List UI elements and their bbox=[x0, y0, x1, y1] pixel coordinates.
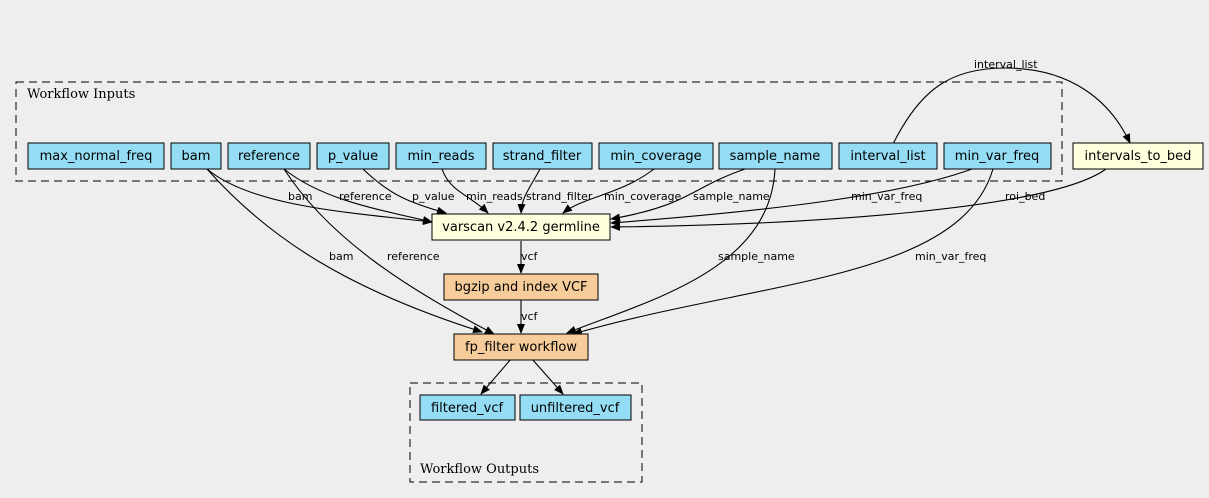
node-label: min_var_freq bbox=[955, 149, 1039, 164]
node-max-normal-freq[interactable]: max_normal_freq bbox=[27, 142, 165, 170]
edge-label-sample-name: sample_name bbox=[693, 190, 770, 203]
workflow-outputs-label: Workflow Outputs bbox=[420, 462, 539, 477]
edge-label-roi-bed: roi_bed bbox=[1005, 190, 1045, 203]
node-label: min_reads bbox=[407, 149, 474, 164]
node-reference[interactable]: reference bbox=[227, 142, 311, 170]
node-label: reference bbox=[238, 149, 300, 164]
edge-label-min-var-freq: min_var_freq bbox=[851, 190, 922, 203]
workflow-inputs-label: Workflow Inputs bbox=[27, 87, 135, 102]
workflow-inputs-cluster bbox=[15, 81, 1063, 182]
edge-label-vcf-1: vcf bbox=[521, 250, 539, 263]
node-fp-filter[interactable]: fp_filter workflow bbox=[453, 333, 589, 361]
node-intervals-to-bed[interactable]: intervals_to_bed bbox=[1072, 142, 1204, 170]
node-filtered-vcf[interactable]: filtered_vcf bbox=[419, 394, 516, 421]
edge-sample-name-to-fp bbox=[566, 168, 776, 334]
edge-label-min-var-freq-fp: min_var_freq bbox=[915, 250, 986, 263]
edge-roi-bed-to-varscan bbox=[610, 168, 1107, 231]
node-label: intervals_to_bed bbox=[1085, 149, 1192, 164]
edge-label-p-value: p_value bbox=[412, 190, 455, 203]
edge-label-strand-filter: strand_filter bbox=[526, 190, 593, 203]
edge-label-min-coverage: min_coverage bbox=[604, 190, 682, 203]
node-label: sample_name bbox=[730, 149, 821, 164]
workflow-outputs-cluster bbox=[409, 382, 643, 483]
edge-min-var-freq-to-varscan bbox=[610, 168, 973, 227]
node-label: p_value bbox=[328, 149, 378, 164]
node-label: bam bbox=[182, 149, 211, 164]
edge-label-bam: bam bbox=[288, 190, 312, 203]
node-label: interval_list bbox=[850, 149, 925, 164]
edge-label-reference: reference bbox=[339, 190, 392, 203]
edge-min-var-freq-to-fp bbox=[572, 168, 994, 336]
edge-labels: interval_list bam reference p_value min_… bbox=[288, 58, 1045, 323]
edge-fp-to-filtered bbox=[480, 358, 512, 395]
edge-label-vcf-2: vcf bbox=[521, 310, 539, 323]
edge-label-min-reads: min_reads bbox=[466, 190, 523, 203]
node-min-var-freq[interactable]: min_var_freq bbox=[943, 142, 1052, 170]
node-label: unfiltered_vcf bbox=[531, 401, 620, 416]
edge-bam-to-varscan bbox=[206, 168, 433, 226]
node-strand-filter[interactable]: strand_filter bbox=[492, 142, 593, 170]
node-p-value[interactable]: p_value bbox=[316, 142, 390, 170]
edge-label-sample-name-fp: sample_name bbox=[718, 250, 795, 263]
edge-label-interval-list: interval_list bbox=[974, 58, 1038, 71]
node-min-coverage[interactable]: min_coverage bbox=[598, 142, 714, 170]
edge-reference-to-varscan bbox=[283, 168, 433, 224]
node-label: strand_filter bbox=[503, 149, 582, 164]
edge-strand-filter-to-varscan bbox=[517, 168, 541, 214]
node-varscan[interactable]: varscan v2.4.2 germline bbox=[431, 213, 611, 241]
edge-min-reads-to-varscan bbox=[441, 168, 489, 214]
node-label: max_normal_freq bbox=[40, 149, 153, 164]
edges bbox=[206, 67, 1131, 395]
node-label: fp_filter workflow bbox=[465, 340, 577, 355]
node-label: min_coverage bbox=[610, 149, 701, 164]
edge-reference-to-fp bbox=[283, 168, 495, 335]
node-label: filtered_vcf bbox=[431, 401, 504, 416]
edge-label-reference-fp: reference bbox=[387, 250, 440, 263]
node-interval-list[interactable]: interval_list bbox=[838, 142, 938, 170]
node-min-reads[interactable]: min_reads bbox=[395, 142, 487, 170]
edge-fp-to-unfiltered bbox=[531, 358, 564, 395]
edge-interval-list-to-bed bbox=[892, 67, 1131, 145]
node-bgzip[interactable]: bgzip and index VCF bbox=[443, 273, 599, 301]
edge-label-bam-fp: bam bbox=[329, 250, 353, 263]
edge-min-coverage-to-varscan bbox=[562, 168, 655, 214]
node-sample-name[interactable]: sample_name bbox=[718, 142, 833, 170]
edge-bam-to-fp bbox=[206, 168, 483, 334]
input-nodes: max_normal_freq bam reference p_value mi… bbox=[27, 142, 1052, 170]
edge-sample-name-to-varscan bbox=[610, 168, 746, 222]
node-label: varscan v2.4.2 germline bbox=[442, 220, 600, 235]
node-bam[interactable]: bam bbox=[170, 142, 222, 170]
edge-p-value-to-varscan bbox=[362, 168, 447, 215]
node-unfiltered-vcf[interactable]: unfiltered_vcf bbox=[519, 394, 632, 421]
node-label: bgzip and index VCF bbox=[454, 280, 587, 295]
